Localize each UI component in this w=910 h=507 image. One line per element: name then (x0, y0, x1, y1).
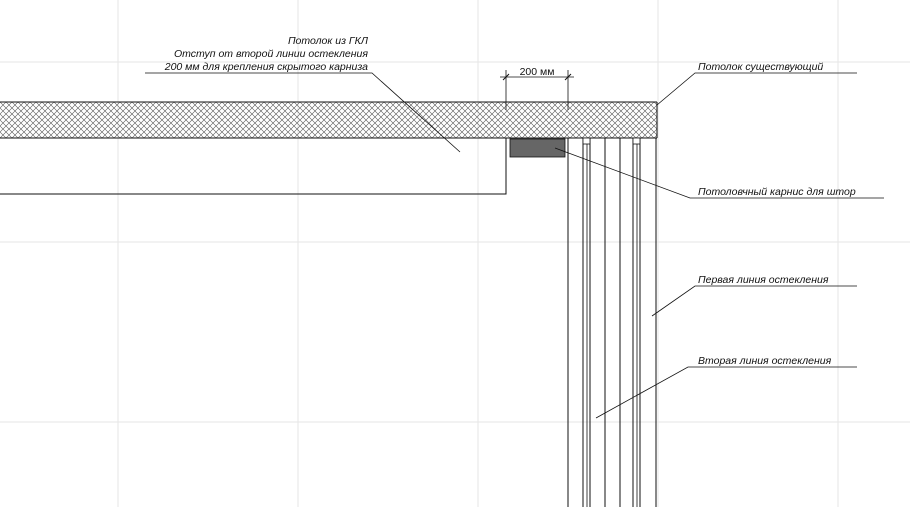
curtain-rail-block (509, 138, 566, 158)
label-gkl-ceiling-line1: Потолок из ГКЛ (288, 35, 369, 47)
existing-ceiling-slab (0, 101, 658, 139)
glazing-profiles (567, 137, 657, 507)
label-existing-ceiling: Потолок существующий (698, 61, 823, 73)
label-gkl-ceiling-line2: Отступ от второй линии остекления (174, 48, 368, 60)
dimension-200mm: 200 мм (500, 66, 574, 110)
leader-gkl-ceiling (145, 72, 461, 153)
label-second-glazing-line: Вторая линия остекления (698, 355, 832, 367)
label-curtain-rail: Потоловчный карнис для штор (698, 186, 856, 198)
leader-curtain-rail (554, 147, 884, 199)
annotation-labels: Потолок из ГКЛ Отступ от второй линии ос… (164, 35, 856, 367)
leader-lines (145, 72, 884, 419)
label-gkl-ceiling-line3: 200 мм для крепления скрытого карниза (164, 61, 368, 73)
gkl-ceiling-outline (0, 138, 507, 195)
label-first-glazing-line: Первая линия остекления (698, 274, 829, 286)
leader-second-glazing (595, 366, 857, 419)
leader-first-glazing (651, 285, 857, 317)
leader-existing-ceiling (656, 72, 857, 106)
dimension-value: 200 мм (520, 66, 555, 78)
